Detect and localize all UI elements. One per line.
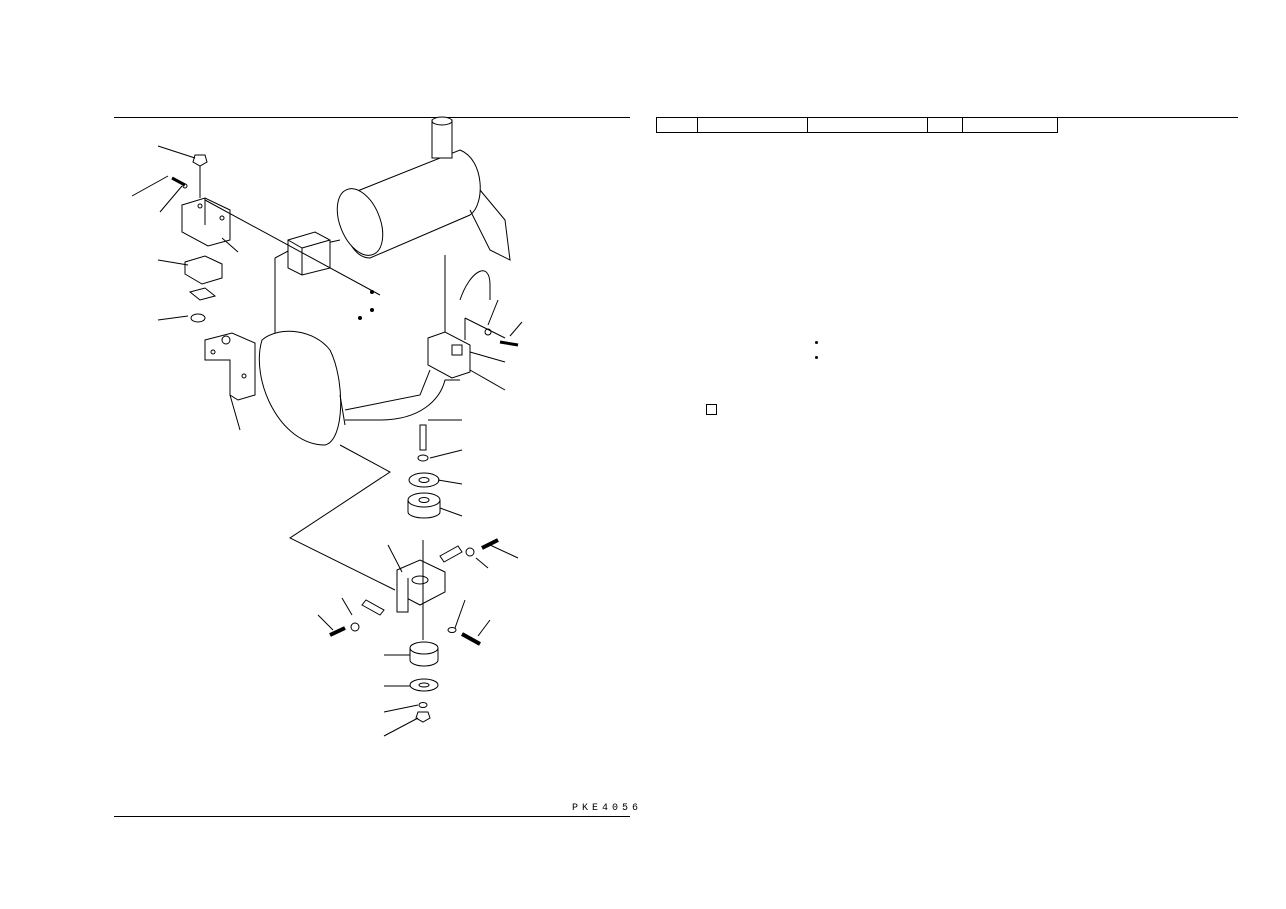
figure-top-rule bbox=[114, 117, 630, 118]
left-bracket bbox=[204, 332, 256, 401]
leader-lines bbox=[131, 145, 523, 737]
right-bracket bbox=[427, 328, 519, 379]
bullet-dot bbox=[815, 341, 818, 344]
page-top-rule bbox=[1058, 117, 1238, 118]
bullet-dot bbox=[815, 356, 818, 359]
parts-header-table bbox=[656, 117, 1058, 133]
upper-mount-assembly bbox=[171, 154, 231, 323]
checkbox[interactable] bbox=[706, 404, 717, 415]
table-cell bbox=[927, 117, 963, 133]
table-cell bbox=[962, 117, 1058, 133]
table-cell bbox=[807, 117, 928, 133]
isolator-stack bbox=[329, 424, 499, 723]
drawing-code: PKE4056 bbox=[572, 803, 643, 814]
figure-bottom-rule bbox=[114, 816, 630, 817]
table-cell bbox=[656, 117, 698, 133]
table-cell bbox=[697, 117, 808, 133]
engine-block bbox=[258, 116, 511, 446]
